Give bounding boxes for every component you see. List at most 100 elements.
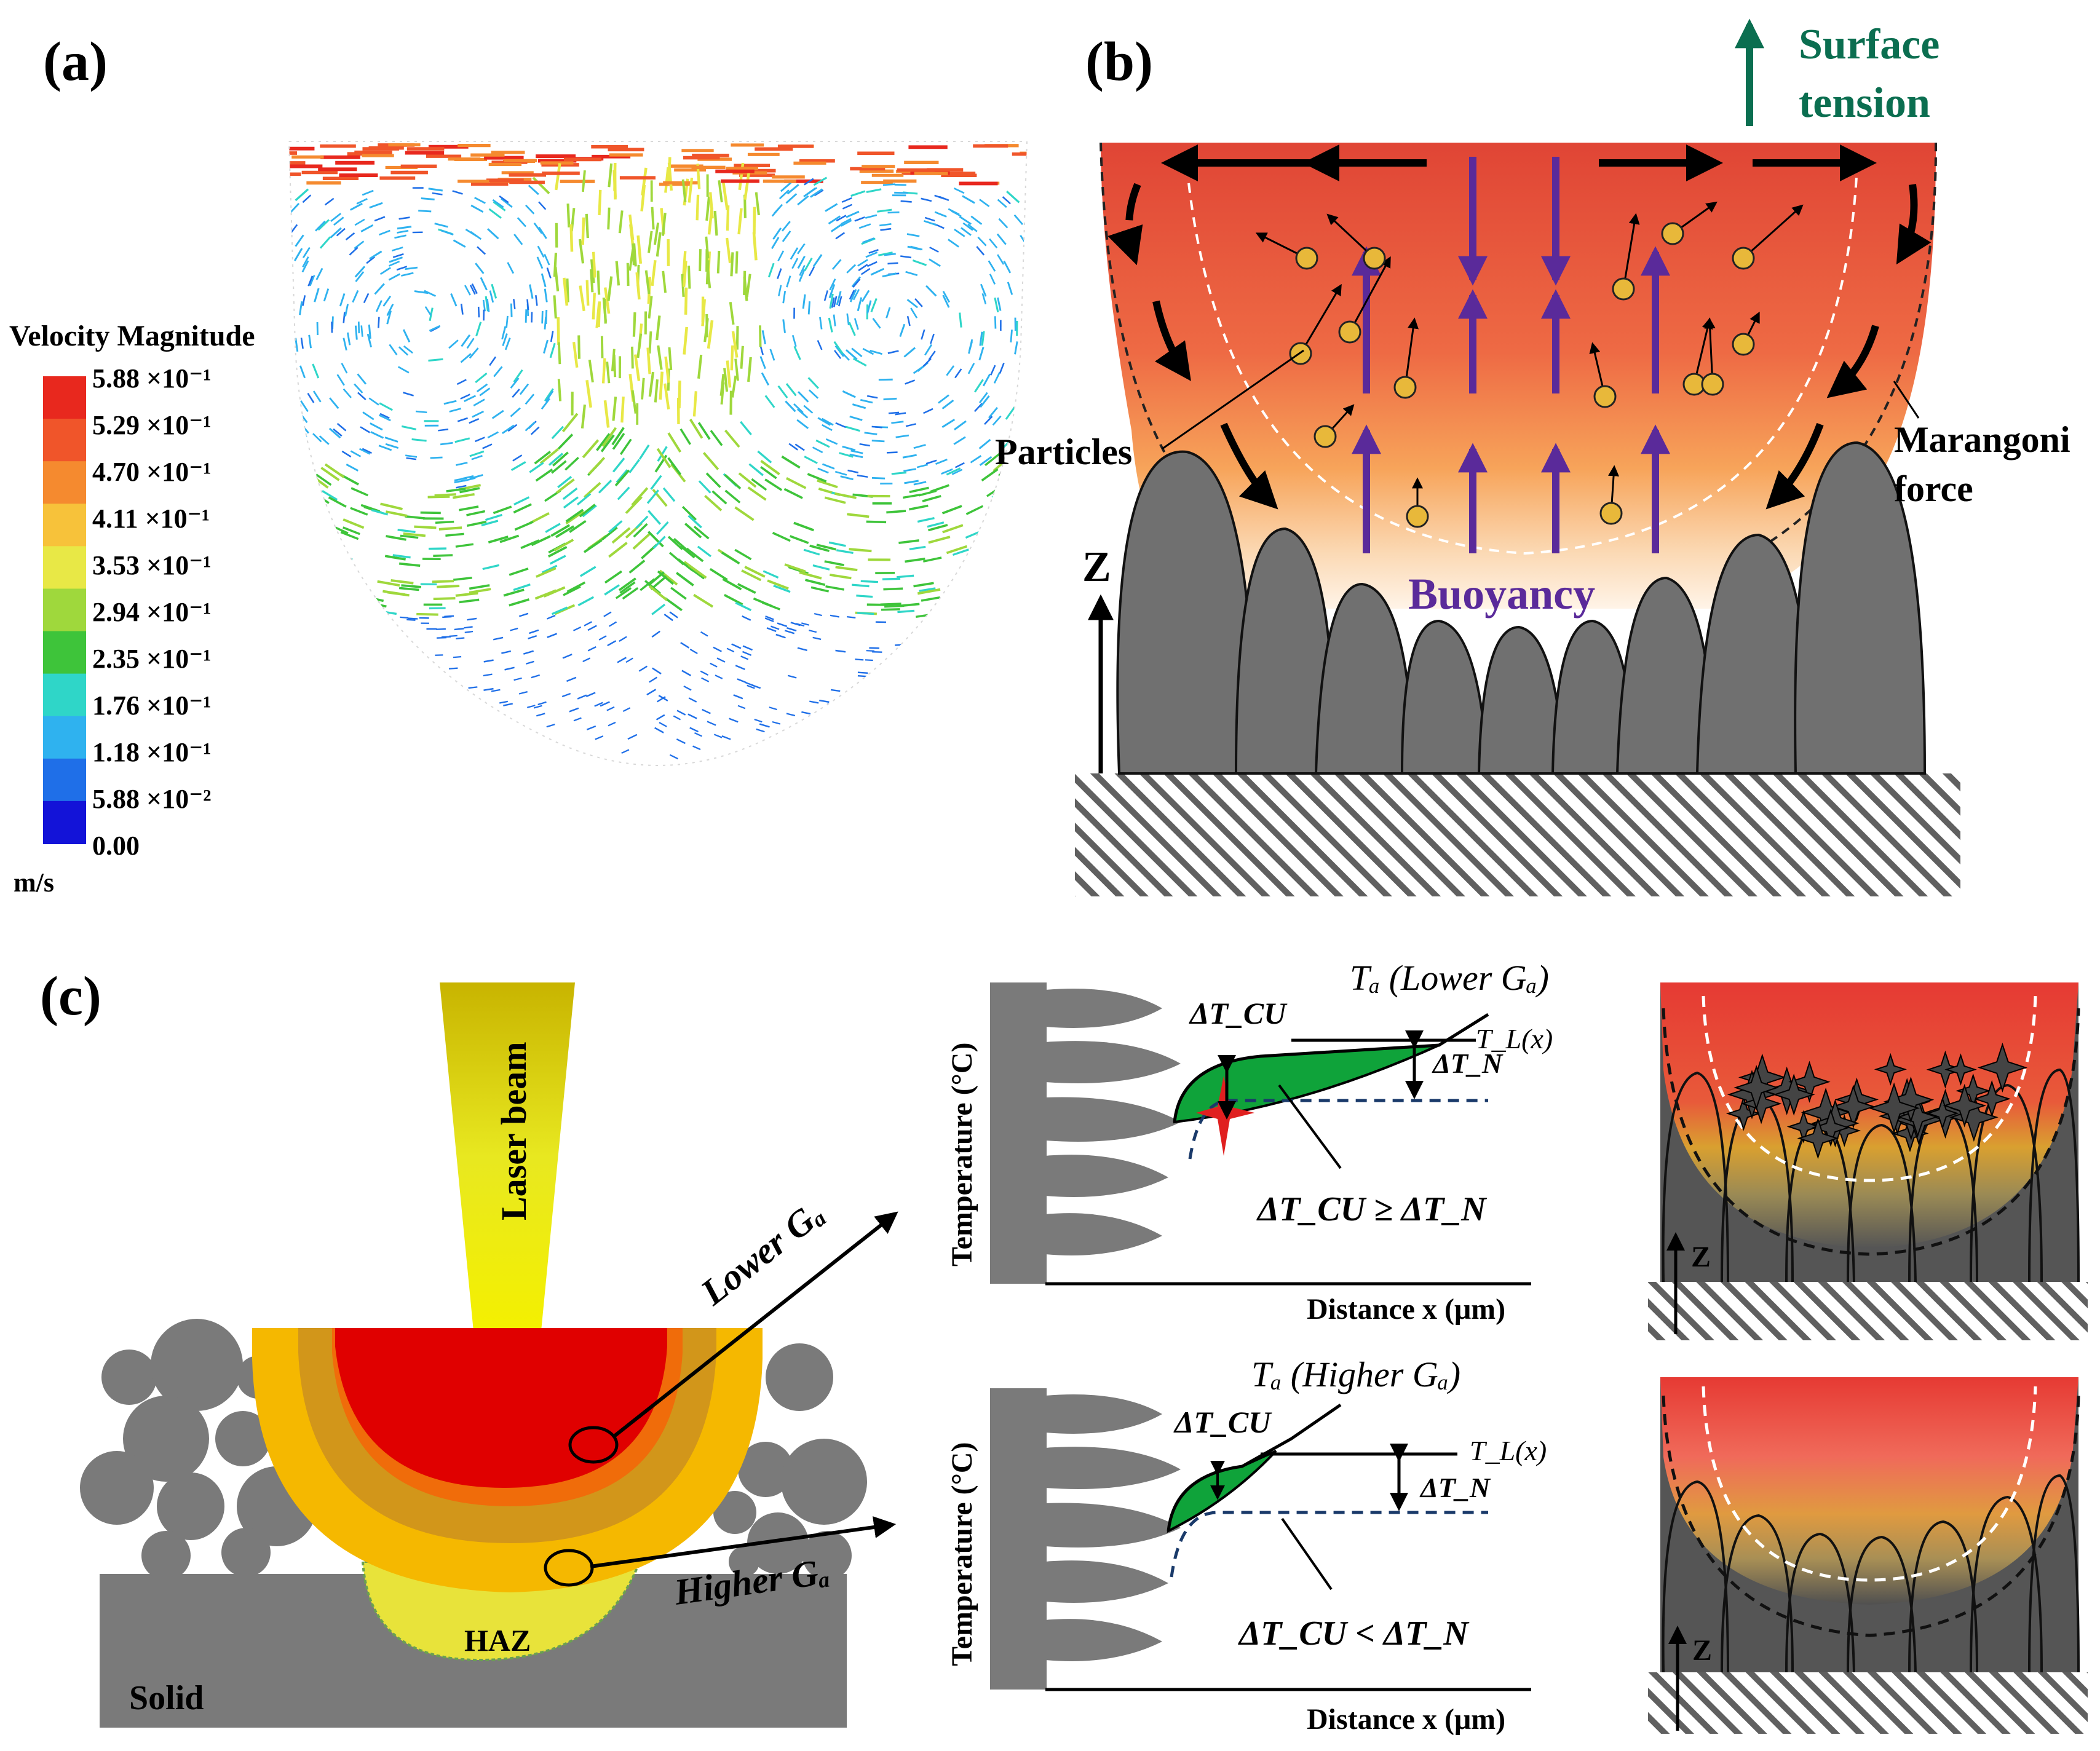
velocity-vector [842,390,856,398]
velocity-vector [584,481,601,499]
velocity-vector [440,229,454,236]
velocity-vector [741,569,762,582]
velocity-vector [864,432,878,435]
colorbar-segment [43,376,86,420]
inner-isotherm [1186,165,1858,555]
velocity-vector [702,709,711,714]
velocity-vector [707,320,714,349]
velocity-vector [994,576,1013,587]
velocity-vector [778,285,782,296]
velocity-vector [449,408,462,413]
velocity-vector [854,742,865,745]
velocity-vector [566,581,586,593]
colorbar-unit: m/s [14,868,54,898]
velocity-vector [865,251,878,258]
velocity-vector [546,724,555,728]
velocity-vector [667,536,683,550]
particle [1612,277,1635,301]
velocity-vector [659,371,664,400]
velocity-vector [756,728,765,733]
velocity-vector [627,733,638,740]
velocity-vector [959,216,972,225]
velocity-vector [324,463,345,478]
velocity-vector [981,468,999,482]
velocity-vector [312,433,322,443]
velocity-vector [537,701,547,706]
velocity-vector [355,271,365,282]
velocity-vector [511,743,521,747]
velocity-vector [530,426,540,435]
velocity-vector [539,448,559,465]
velocity-vector [513,677,522,681]
velocity-vector [488,208,502,219]
velocity-vector [324,540,345,551]
velocity-vector [801,622,810,626]
velocity-vector [386,631,397,634]
velocity-vector [368,681,378,684]
velocity-vector [477,306,480,318]
velocity-vector [942,294,950,308]
velocity-vector [654,379,659,403]
velocity-vector [561,413,579,433]
velocity-vector [903,468,917,472]
velocity-vector [735,326,739,350]
velocity-vector [902,690,913,693]
velocity-vector [469,347,479,359]
velocity-vector [357,392,367,401]
velocity-vector [764,478,783,491]
velocity-vector [656,315,661,341]
velocity-vector [553,539,574,551]
velocity-vector [312,390,322,403]
velocity-vector [390,748,398,751]
velocity-vector [601,427,617,448]
velocity-vector [649,676,658,683]
velocity-vector [578,239,585,264]
velocity-vector [809,700,819,704]
velocity-vector [701,677,710,682]
velocity-vector [355,631,365,635]
velocity-vector [834,345,845,357]
velocity-vector [935,458,948,465]
velocity-vector [354,266,366,278]
velocity-vector [386,535,406,541]
velocity-vector [865,214,878,219]
velocity-vector [711,490,727,505]
surface-tension-label-line2: tension [1799,79,1930,127]
velocity-vector [807,473,827,483]
velocity-vector [651,603,666,615]
velocity-vector [782,290,787,304]
velocity-vector [836,215,847,222]
velocity-vector [998,218,1008,229]
velocity-vector [841,219,852,227]
velocity-vector [336,587,354,595]
velocity-vector [323,288,330,302]
particle [1313,425,1337,448]
velocity-vector [428,547,447,550]
velocity-vector [468,686,478,689]
velocity-vector [582,439,600,459]
velocity-vector [378,644,389,648]
velocity-vector [868,249,879,254]
velocity-vector [336,690,346,694]
velocity-vector [579,504,596,518]
velocity-vector [338,680,348,685]
velocity-vector [583,539,603,553]
velocity-vector [912,259,927,266]
velocity-vector [769,349,775,361]
velocity-vector [336,422,347,432]
velocity-vector [735,251,739,274]
velocity-vector [942,291,950,303]
velocity-vector [847,615,856,619]
velocity-vector [829,278,836,291]
velocity-vector [852,357,867,367]
velocity-vector [887,211,900,214]
particle [1338,320,1361,344]
velocity-vector [657,696,666,703]
velocity-vector [850,190,866,197]
velocity-vector [754,719,763,723]
velocity-vector [822,463,835,470]
velocity-vector [799,571,822,580]
velocity-vector [289,202,300,214]
velocity-vector [582,657,591,662]
velocity-vector [363,595,384,603]
